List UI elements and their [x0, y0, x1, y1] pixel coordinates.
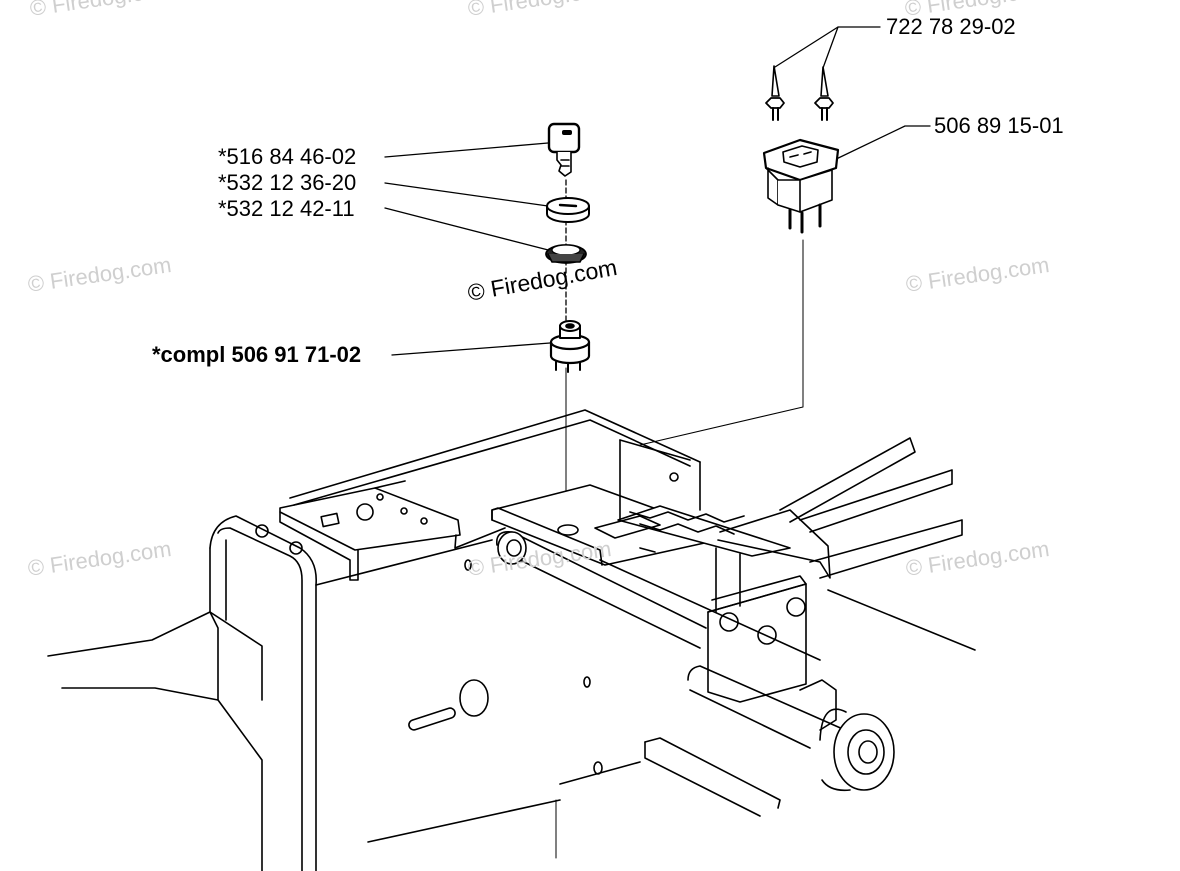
part-label-ignition-switch: *compl 506 91 71-02 [152, 342, 362, 367]
part-label-washer: *532 12 42-11 [218, 196, 355, 221]
key-part [549, 124, 579, 176]
pin-parts [766, 66, 833, 120]
leader-lines [385, 27, 930, 528]
part-label-nut: *532 12 36-20 [218, 170, 357, 195]
relay-part [764, 140, 838, 232]
ignition-switch-part [551, 321, 589, 372]
part-label-relay: 506 89 15-01 [934, 113, 1064, 138]
nut-part [547, 198, 589, 222]
part-label-pins: 722 78 29-02 [886, 14, 1016, 39]
part-label-key: *516 84 46-02 [218, 144, 357, 169]
pin-right [815, 67, 833, 120]
washer-part [546, 245, 586, 263]
pin-left [766, 66, 784, 120]
frame-assembly [48, 410, 975, 871]
